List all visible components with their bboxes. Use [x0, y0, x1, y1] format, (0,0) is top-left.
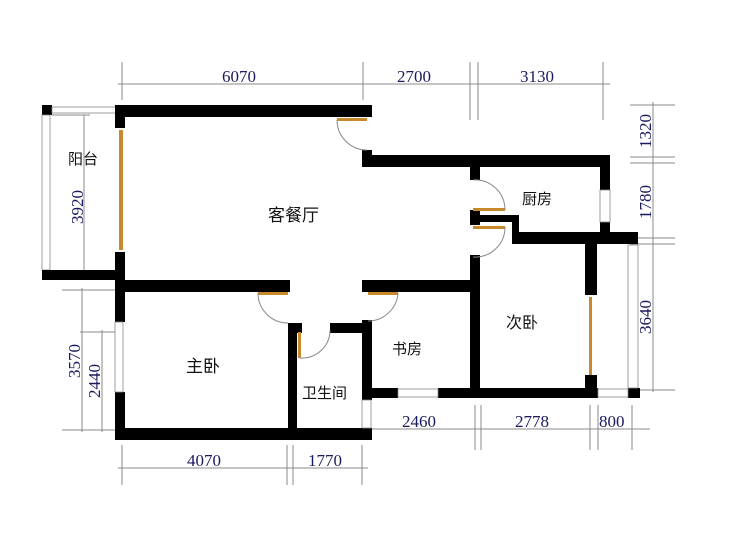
dim-right-1: 1320	[636, 114, 655, 148]
walls	[115, 105, 640, 440]
room-label-kitchen: 厨房	[522, 190, 552, 208]
dim-bottom-left-2: 1770	[308, 451, 342, 470]
dim-top-3: 3130	[520, 67, 554, 86]
dim-bottom-right-2: 2778	[515, 412, 549, 431]
dim-left-1: 3920	[68, 190, 87, 224]
room-label-study: 书房	[392, 340, 422, 358]
room-label-bathroom: 卫生间	[302, 384, 347, 402]
dim-bottom-left-1: 4070	[187, 451, 221, 470]
doors	[119, 118, 592, 375]
dim-right-2: 1780	[636, 185, 655, 219]
dim-left-2: 3570	[65, 344, 84, 378]
dim-left-3: 2440	[85, 364, 104, 398]
dim-right-3: 3640	[636, 300, 655, 334]
windows	[114, 189, 639, 429]
dim-top-2: 2700	[397, 67, 431, 86]
room-label-balcony: 阳台	[68, 150, 98, 168]
dim-bottom-right-1: 2460	[402, 412, 436, 431]
room-label-master-bedroom: 主卧	[186, 357, 220, 377]
dim-bottom-right-3: 800	[599, 412, 625, 431]
room-label-second-bedroom: 次卧	[506, 313, 538, 332]
room-label-living-dining: 客餐厅	[268, 206, 319, 226]
dim-top-1: 6070	[222, 67, 256, 86]
